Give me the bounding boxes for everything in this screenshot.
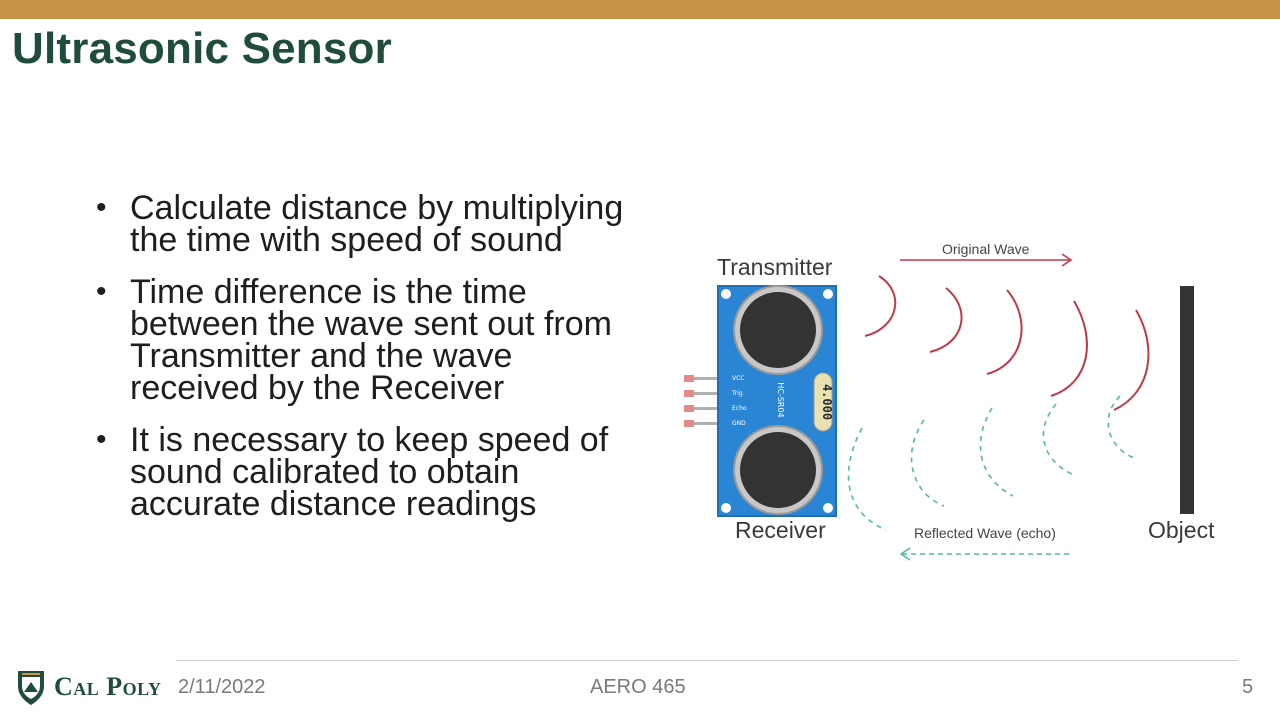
wave-front xyxy=(1113,309,1150,411)
logo-text: Cal Poly xyxy=(54,672,162,701)
original-wave-arrow-icon xyxy=(900,253,1073,267)
mounting-hole xyxy=(721,289,731,299)
bullet-dot-icon: • xyxy=(96,275,107,308)
slide-title: Ultrasonic Sensor xyxy=(12,24,392,73)
crystal-label: 4.000 xyxy=(820,384,834,420)
receiver-transducer-icon xyxy=(733,425,823,515)
bullet-item: • Time difference is the time between the… xyxy=(96,273,636,407)
object-wall xyxy=(1180,286,1194,514)
original-wave-label: Original Wave xyxy=(942,241,1030,257)
wave-front xyxy=(929,287,963,353)
pin-label: GND xyxy=(732,420,746,427)
footer-date: 2/11/2022 xyxy=(178,676,266,698)
mounting-hole xyxy=(823,503,833,513)
wave-front xyxy=(1050,300,1088,397)
bullet-dot-icon: • xyxy=(96,191,107,224)
pin-label: Trig xyxy=(731,390,743,397)
bullet-item: • Calculate distance by multiplying the t… xyxy=(96,189,636,259)
transmitter-label: Transmitter xyxy=(717,254,833,280)
cal-poly-shield-icon xyxy=(18,671,44,705)
page-number: 5 xyxy=(1242,676,1254,698)
pin-label: Echo xyxy=(732,405,747,412)
bullet-text: Calculate distance by multiplying the ti… xyxy=(130,189,624,259)
object-label: Object xyxy=(1148,517,1215,543)
original-wave-fronts xyxy=(864,275,1150,411)
pin-label: VCC xyxy=(732,375,744,382)
footer-divider xyxy=(176,660,1238,661)
transmitter-transducer-icon xyxy=(733,285,823,375)
wave-front xyxy=(864,275,897,337)
reflected-wave-fronts xyxy=(847,395,1135,531)
bullet-text: It is necessary to keep speed of sound c… xyxy=(130,421,609,523)
wave-front xyxy=(979,407,1014,497)
mounting-hole xyxy=(823,289,833,299)
cal-poly-logo: Cal Poly xyxy=(16,668,162,706)
bullet-item: • It is necessary to keep speed of sound … xyxy=(96,421,636,523)
footer-course: AERO 465 xyxy=(590,676,686,698)
crystal-oscillator-icon: 4.000 xyxy=(813,372,834,432)
bullet-dot-icon: • xyxy=(96,423,107,456)
ultrasonic-diagram: VCC Trig Echo GND HC-SR04 4.000 Transmit… xyxy=(684,241,1215,561)
wave-front xyxy=(910,419,945,507)
top-accent-bar xyxy=(0,0,1280,19)
receiver-label: Receiver xyxy=(735,517,826,543)
reflected-wave-arrow-icon xyxy=(899,547,1072,561)
mounting-hole xyxy=(721,503,731,513)
wave-front xyxy=(986,289,1023,375)
bullet-list: • Calculate distance by multiplying the t… xyxy=(96,189,636,540)
reflected-wave-label: Reflected Wave (echo) xyxy=(914,525,1056,541)
bullet-text: Time difference is the time between the … xyxy=(130,273,612,407)
board-model-label: HC-SR04 xyxy=(776,382,785,417)
wave-front xyxy=(847,427,887,531)
wave-front xyxy=(1042,403,1073,475)
